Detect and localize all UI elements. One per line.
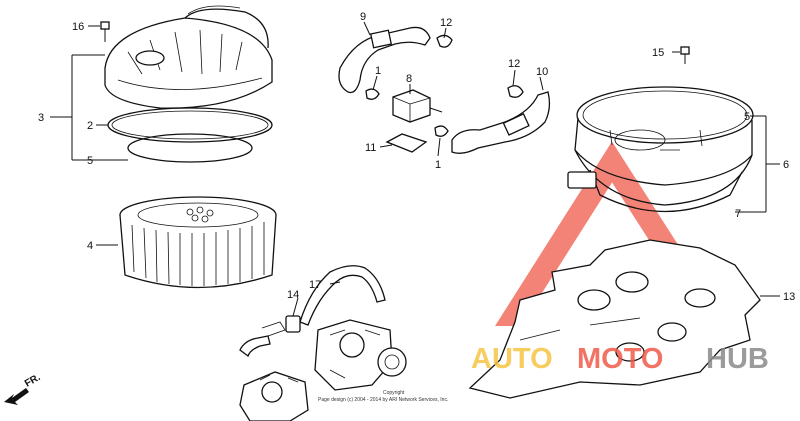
callout-6: 6 [783, 159, 789, 171]
pad-11 [385, 133, 428, 153]
bolt-16 [100, 21, 110, 42]
copyright-line-1: Copyright [383, 390, 405, 396]
leader-lines [50, 21, 780, 317]
copyright-line-2: Page design (c) 2004 - 2014 by ARI Netwo… [318, 397, 448, 403]
watermark-auto: AUTO [471, 343, 553, 375]
callout-4: 4 [87, 240, 93, 252]
callout-17: 17 [309, 279, 321, 291]
callout-2: 2 [87, 120, 93, 132]
callout-16: 16 [72, 21, 84, 33]
callout-1b: 1 [435, 159, 441, 171]
watermark-hub: HUB [706, 343, 769, 375]
air-cleaner-cover [104, 5, 273, 109]
callout-12a: 12 [440, 17, 452, 29]
watermark-text: AUTO MOTO HUB [471, 343, 769, 375]
front-direction-indicator: FR. [4, 372, 43, 405]
callout-10: 10 [536, 66, 548, 78]
callout-12b: 12 [508, 58, 520, 70]
callout-3: 3 [38, 112, 44, 124]
callout-5a: 5 [87, 155, 93, 167]
callout-7: 7 [735, 208, 741, 220]
seal-plate-13 [468, 239, 761, 399]
carburetor-assembly [239, 319, 407, 421]
callout-labels: 16 3 2 5 4 9 12 1 8 11 1 12 10 15 5 6 7 … [38, 11, 795, 303]
check-valve-8 [392, 89, 443, 123]
callout-11: 11 [365, 142, 376, 154]
air-filter-element [119, 196, 277, 289]
air-cleaner-case-6 [567, 86, 754, 213]
clamp-1b [434, 125, 449, 137]
clamp-12a [436, 34, 453, 48]
breather-hose-10 [451, 91, 551, 154]
callout-5b: 5 [744, 111, 750, 123]
front-arrow-icon [4, 388, 29, 405]
callout-15: 15 [652, 47, 664, 59]
clamp-1a [365, 88, 380, 100]
hose-17 [299, 265, 386, 326]
seal-ring-2 [107, 107, 273, 143]
breather-hose-9 [338, 26, 431, 94]
front-label: FR. [23, 372, 43, 390]
callout-14: 14 [287, 289, 299, 301]
bolt-15 [680, 46, 690, 64]
fitting-14 [285, 315, 301, 333]
callout-9: 9 [360, 11, 366, 23]
callout-13: 13 [783, 291, 795, 303]
callout-8: 8 [406, 73, 412, 85]
callout-1a: 1 [375, 65, 381, 77]
o-ring-5 [127, 133, 253, 163]
clamp-12b [507, 85, 524, 98]
watermark-moto: MOTO [577, 343, 663, 375]
